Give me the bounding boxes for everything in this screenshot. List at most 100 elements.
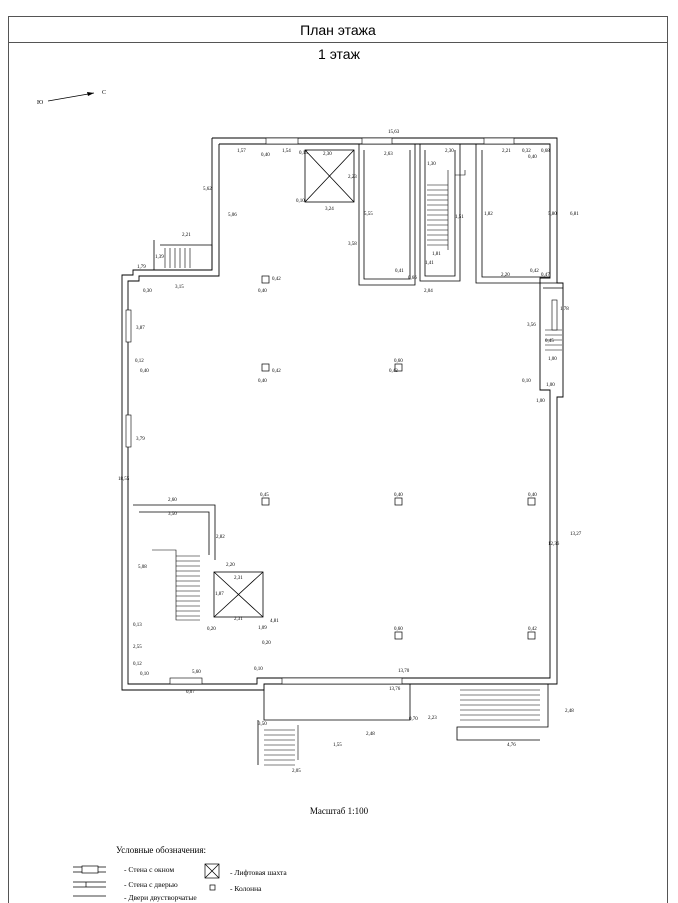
dim-label: 0,40 — [258, 289, 267, 294]
dim-label: 0,40 — [258, 379, 267, 384]
column-icon — [527, 631, 536, 640]
dim-label: 5,08 — [138, 565, 147, 570]
legend-symbols — [73, 863, 220, 897]
dim-label: 3,87 — [136, 326, 145, 331]
dim-label: 13,70 — [398, 669, 410, 674]
dim-label: 0,20 — [207, 627, 216, 632]
dim-label: 0,42 — [528, 627, 537, 632]
dim-label: 0,70 — [409, 717, 418, 722]
dim-label: 0,40 — [528, 155, 537, 160]
dim-label: 2,31 — [234, 576, 243, 581]
dim-label: 4,81 — [270, 619, 279, 624]
dim-label: 2,20 — [501, 273, 510, 278]
floor-label: 1 этаж — [318, 46, 360, 62]
dim-label: 2,23 — [428, 716, 437, 721]
dim-label: 2,30 — [445, 149, 454, 154]
column-icon — [261, 363, 270, 372]
dim-label: 0,13 — [133, 623, 142, 628]
column-icon — [261, 275, 270, 284]
legend-double-door: - Двери двустворчатые — [124, 893, 197, 902]
dim-label: 1,57 — [237, 149, 246, 154]
dim-label: 1,30 — [427, 162, 436, 167]
dim-label: 0,07 — [186, 690, 195, 695]
dim-label: 15,63 — [388, 130, 400, 135]
dim-label: 0,41 — [395, 269, 404, 274]
dim-label: 2,48 — [565, 709, 574, 714]
legend-title: Условные обозначения: — [116, 845, 207, 855]
dim-label: 0,32 — [522, 149, 531, 154]
dim-label: 0,42 — [530, 269, 539, 274]
dim-label: 3,50 — [258, 722, 267, 727]
dim-label: 1,87 — [215, 592, 224, 597]
dim-label: 2,04 — [424, 289, 433, 294]
dim-label: 1,41 — [425, 261, 434, 266]
drawing-frame — [8, 43, 668, 903]
dim-label: 3,15 — [175, 285, 184, 290]
dim-label: 3,24 — [325, 207, 334, 212]
dim-label: 2,21 — [182, 233, 191, 238]
dim-label: 5,60 — [192, 670, 201, 675]
dim-label: 1,54 — [282, 149, 291, 154]
dim-label: 1,78 — [560, 307, 569, 312]
dim-label: 0,42 — [272, 369, 281, 374]
dim-label: 2,21 — [502, 149, 511, 154]
dim-label: 0,30 — [143, 289, 152, 294]
column-icon — [261, 497, 270, 506]
dim-label: 0,10 — [522, 379, 531, 384]
dim-label: 2,30 — [323, 152, 332, 157]
dim-label: 0,15 — [299, 151, 308, 156]
dim-label: 0,45 — [545, 339, 554, 344]
dim-label: 2,31 — [234, 617, 243, 622]
dim-label: 13,27 — [570, 532, 582, 537]
dim-label: 0,45 — [260, 493, 269, 498]
dim-label: 5,06 — [228, 213, 237, 218]
dim-label: 3,58 — [348, 242, 357, 247]
dim-label: 0,12 — [133, 662, 142, 667]
dim-label: 0,40 — [528, 493, 537, 498]
dim-label: 1,82 — [484, 212, 493, 217]
dim-label: 1,00 — [546, 383, 555, 388]
dim-label: 0,10 — [254, 667, 263, 672]
dim-label: 5,62 — [203, 187, 212, 192]
dim-label: 1,55 — [333, 743, 342, 748]
dim-label: 1,39 — [155, 255, 164, 260]
dim-label: 0,40 — [394, 493, 403, 498]
legend-elevator: - Лифтовая шахта — [230, 868, 287, 877]
dim-label: 2,82 — [216, 535, 225, 540]
column-icon — [394, 631, 403, 640]
dim-label: 1,51 — [455, 215, 464, 220]
dim-label: 0,20 — [262, 641, 271, 646]
dim-label: 2,55 — [133, 645, 142, 650]
dim-label: 0,42 — [389, 369, 398, 374]
dim-label: 3,50 — [168, 512, 177, 517]
dim-label: 2,20 — [226, 563, 235, 568]
columns — [261, 275, 536, 640]
dim-label: 0,42 — [272, 277, 281, 282]
stairs — [152, 170, 562, 766]
exterior-walls — [121, 137, 564, 691]
dim-label: 2,63 — [384, 152, 393, 157]
compass-south-label: Ю — [37, 100, 43, 106]
scale-label: Масштаб 1:100 — [309, 806, 369, 816]
dim-label: 1,00 — [548, 357, 557, 362]
dim-label: 0,40 — [140, 369, 149, 374]
interior-walls — [133, 144, 563, 765]
column-icon — [394, 497, 403, 506]
windows — [125, 137, 558, 685]
dim-label: 6,81 — [570, 212, 579, 217]
dim-label: 13,76 — [389, 687, 401, 692]
legend-wall-window: - Стена с окном — [124, 865, 175, 874]
dim-label: 0,10 — [140, 672, 149, 677]
dim-label: 18,55 — [118, 477, 130, 482]
dim-label: 0,47 — [541, 273, 550, 278]
column-icon — [394, 363, 403, 372]
dim-label: 0,68 — [541, 149, 550, 154]
dim-label: 12,36 — [548, 542, 560, 547]
dim-label: 0,60 — [394, 627, 403, 632]
dim-label: 1,79 — [137, 265, 146, 270]
dim-label: 1,81 — [432, 252, 441, 257]
dim-label: 5,55 — [364, 212, 373, 217]
dim-label: 4,76 — [507, 743, 516, 748]
